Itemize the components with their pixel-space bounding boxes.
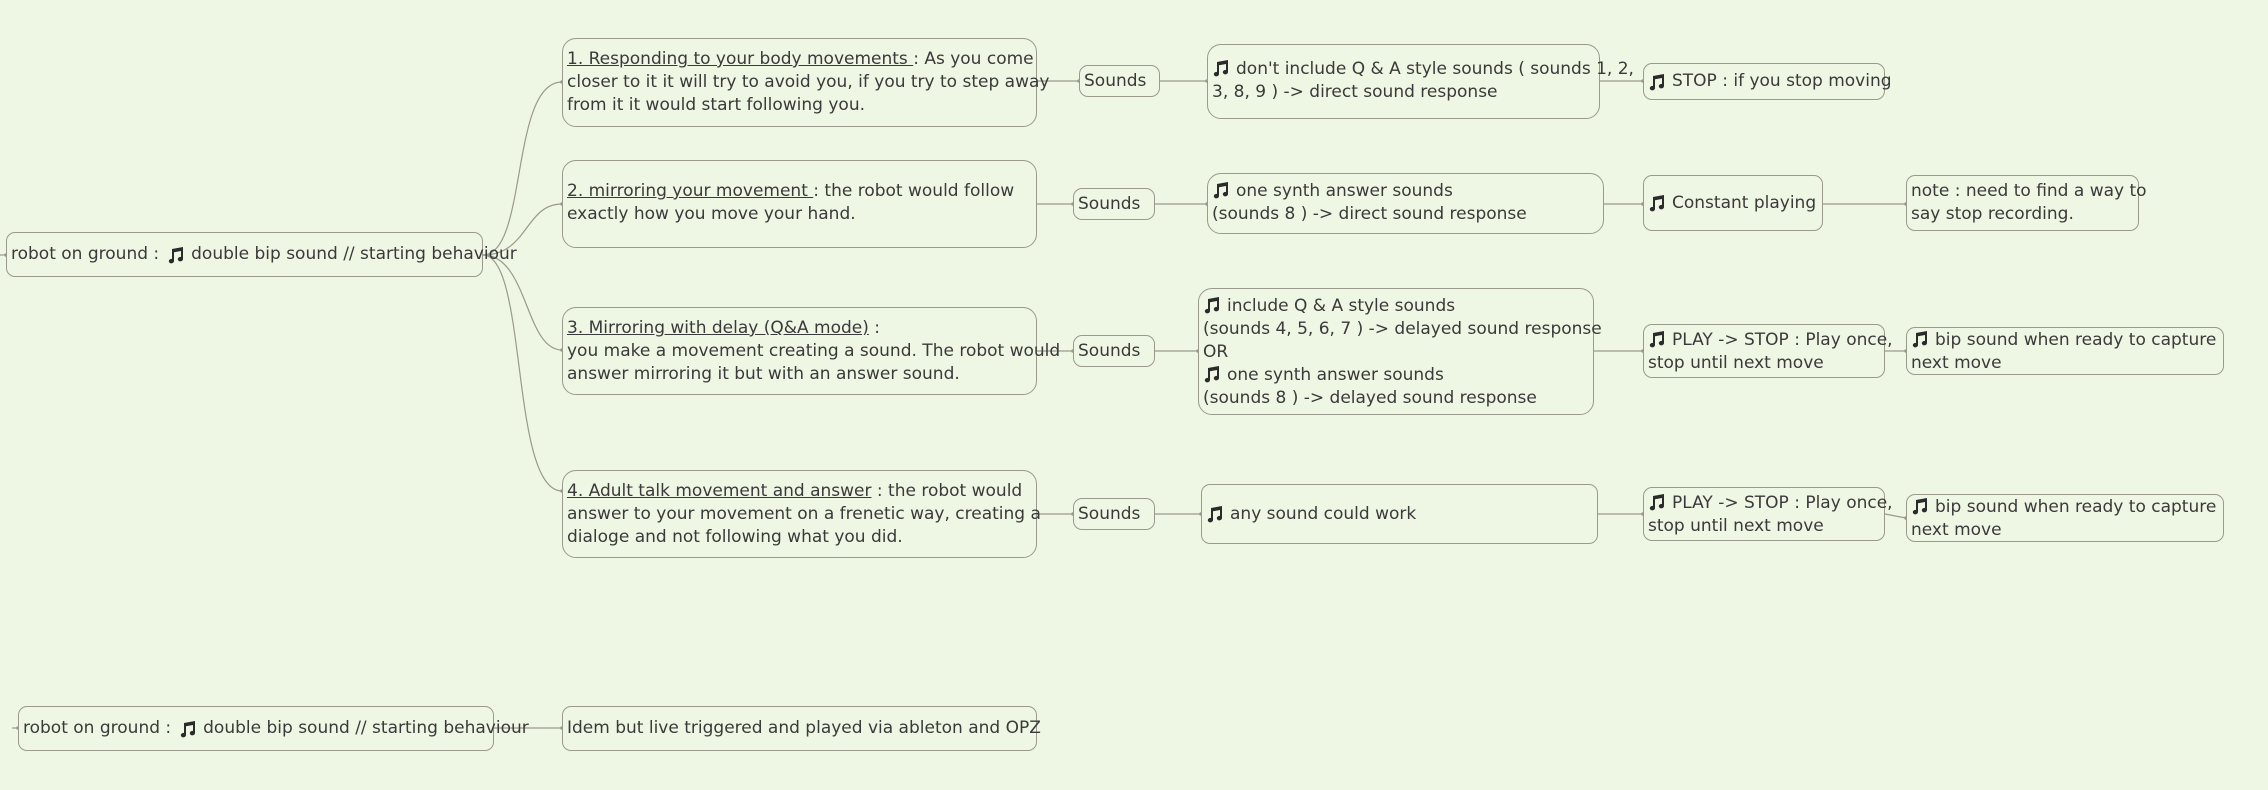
branch-responding-body-movements[interactable]: 1. Responding to your body movements : A…	[562, 38, 1050, 127]
bip-text: next move	[1911, 520, 2002, 540]
music-note-icon	[1212, 59, 1230, 77]
detail-text: one synth answer sounds	[1227, 365, 1444, 385]
detail-text: OR	[1203, 342, 1229, 362]
music-note-icon	[1648, 493, 1666, 511]
playback-node-4[interactable]: PLAY -> STOP : Play once, stop until nex…	[1643, 487, 1893, 541]
bip-text: bip sound when ready to capture	[1935, 330, 2217, 350]
music-note-icon	[1911, 497, 1929, 515]
sound-detail-4[interactable]: any sound could work	[1201, 484, 1598, 544]
detail-text: (sounds 8 ) -> direct sound response	[1212, 204, 1527, 224]
root-sound-label: double bip sound // starting behaviour	[203, 718, 529, 738]
sounds-node-1[interactable]: Sounds	[1079, 65, 1160, 97]
branch-text: answer mirroring it but with an answer s…	[567, 364, 960, 384]
branch-text: : the robot would	[871, 481, 1023, 501]
sound-detail-1[interactable]: don't include Q & A style sounds ( sound…	[1207, 44, 1634, 119]
link-root1-b4	[482, 254, 563, 492]
idem-text: Idem but live triggered and played via a…	[567, 718, 1041, 738]
root-label: robot on ground :	[11, 244, 160, 264]
bip-sound-node-4[interactable]: bip sound when ready to capture next mov…	[1906, 494, 2224, 542]
sounds-node-3[interactable]: Sounds	[1073, 335, 1155, 367]
branch-text: dialoge and not following what you did.	[567, 527, 903, 547]
music-note-icon	[1648, 330, 1666, 348]
detail-text: (sounds 4, 5, 6, 7 ) -> delayed sound re…	[1203, 319, 1602, 339]
playback-text: PLAY -> STOP : Play once,	[1672, 330, 1893, 350]
playback-node-1[interactable]: STOP : if you stop moving	[1643, 63, 1892, 100]
music-note-icon	[1648, 73, 1666, 91]
root-node-live-triggered[interactable]: robot on ground : double bip sound // st…	[18, 706, 529, 751]
playback-text: PLAY -> STOP : Play once,	[1672, 493, 1893, 513]
root-node-starting-behaviour[interactable]: robot on ground : double bip sound // st…	[6, 232, 517, 277]
sounds-label: Sounds	[1078, 193, 1141, 214]
playback-text: stop until next move	[1648, 516, 1824, 536]
detail-text: include Q & A style sounds	[1227, 296, 1456, 316]
music-note-icon	[1203, 296, 1221, 314]
branch-title: 2. mirroring your movement	[567, 181, 814, 201]
branch-text: : As you come	[913, 49, 1034, 69]
bip-text: bip sound when ready to capture	[1935, 497, 2217, 517]
detail-text: one synth answer sounds	[1236, 181, 1453, 201]
link-root1-b1	[482, 81, 563, 256]
branch-text: from it it would start following you.	[567, 95, 866, 115]
link-e4-f4	[1884, 513, 1907, 519]
detail-text: 3, 8, 9 ) -> direct sound response	[1212, 82, 1498, 102]
sounds-node-2[interactable]: Sounds	[1073, 188, 1155, 220]
music-note-icon	[1911, 330, 1929, 348]
playback-text: STOP : if you stop moving	[1672, 71, 1892, 91]
detail-text: don't include Q & A style sounds ( sound…	[1236, 59, 1634, 79]
music-note-icon	[1206, 505, 1224, 523]
branch-text: closer to it it will try to avoid you, i…	[567, 72, 1050, 92]
sounds-label: Sounds	[1078, 340, 1141, 361]
branch-mirroring-movement[interactable]: 2. mirroring your movement : the robot w…	[562, 160, 1037, 248]
branch-mirroring-with-delay[interactable]: 3. Mirroring with delay (Q&A mode) : you…	[562, 307, 1061, 395]
idem-live-node[interactable]: Idem but live triggered and played via a…	[562, 706, 1041, 751]
playback-text: Constant playing	[1672, 192, 1817, 213]
note-text: note : need to find a way to	[1911, 181, 2147, 201]
music-note-icon	[167, 246, 185, 264]
branch-text: answer to your movement on a frenetic wa…	[567, 504, 1041, 524]
note-stop-recording[interactable]: note : need to find a way to say stop re…	[1906, 175, 2147, 231]
branch-text: exactly how you move your hand.	[567, 204, 856, 224]
sounds-label: Sounds	[1078, 503, 1141, 524]
playback-node-2[interactable]: Constant playing	[1643, 175, 1823, 231]
branch-text: : the robot would follow	[813, 181, 1015, 201]
sounds-node-4[interactable]: Sounds	[1073, 498, 1155, 530]
root-label: robot on ground :	[23, 718, 172, 738]
music-note-icon	[1648, 194, 1666, 212]
branch-title: 3. Mirroring with delay (Q&A mode)	[567, 318, 869, 338]
branch-title: 4. Adult talk movement and answer	[567, 481, 872, 501]
detail-text: any sound could work	[1230, 503, 1417, 524]
bip-text: next move	[1911, 353, 2002, 373]
link-root1-b2	[482, 203, 563, 256]
playback-text: stop until next move	[1648, 353, 1824, 373]
branch-text: :	[868, 318, 881, 338]
sound-detail-2[interactable]: one synth answer sounds (sounds 8 ) -> d…	[1207, 173, 1604, 234]
music-note-icon	[179, 720, 197, 738]
note-text: say stop recording.	[1911, 204, 2074, 224]
branch-text: you make a movement creating a sound. Th…	[567, 341, 1061, 361]
sound-detail-3[interactable]: include Q & A style sounds (sounds 4, 5,…	[1198, 288, 1602, 415]
detail-text: (sounds 8 ) -> delayed sound response	[1203, 388, 1537, 408]
root-sound-label: double bip sound // starting behaviour	[191, 244, 517, 264]
sounds-label: Sounds	[1084, 70, 1147, 91]
link-root1-b3	[482, 254, 563, 351]
branch-adult-talk[interactable]: 4. Adult talk movement and answer : the …	[562, 470, 1041, 558]
playback-node-3[interactable]: PLAY -> STOP : Play once, stop until nex…	[1643, 324, 1893, 378]
branch-title: 1. Responding to your body movements	[567, 49, 914, 69]
music-note-icon	[1203, 365, 1221, 383]
music-note-icon	[1212, 181, 1230, 199]
bip-sound-node-3[interactable]: bip sound when ready to capture next mov…	[1906, 327, 2224, 375]
